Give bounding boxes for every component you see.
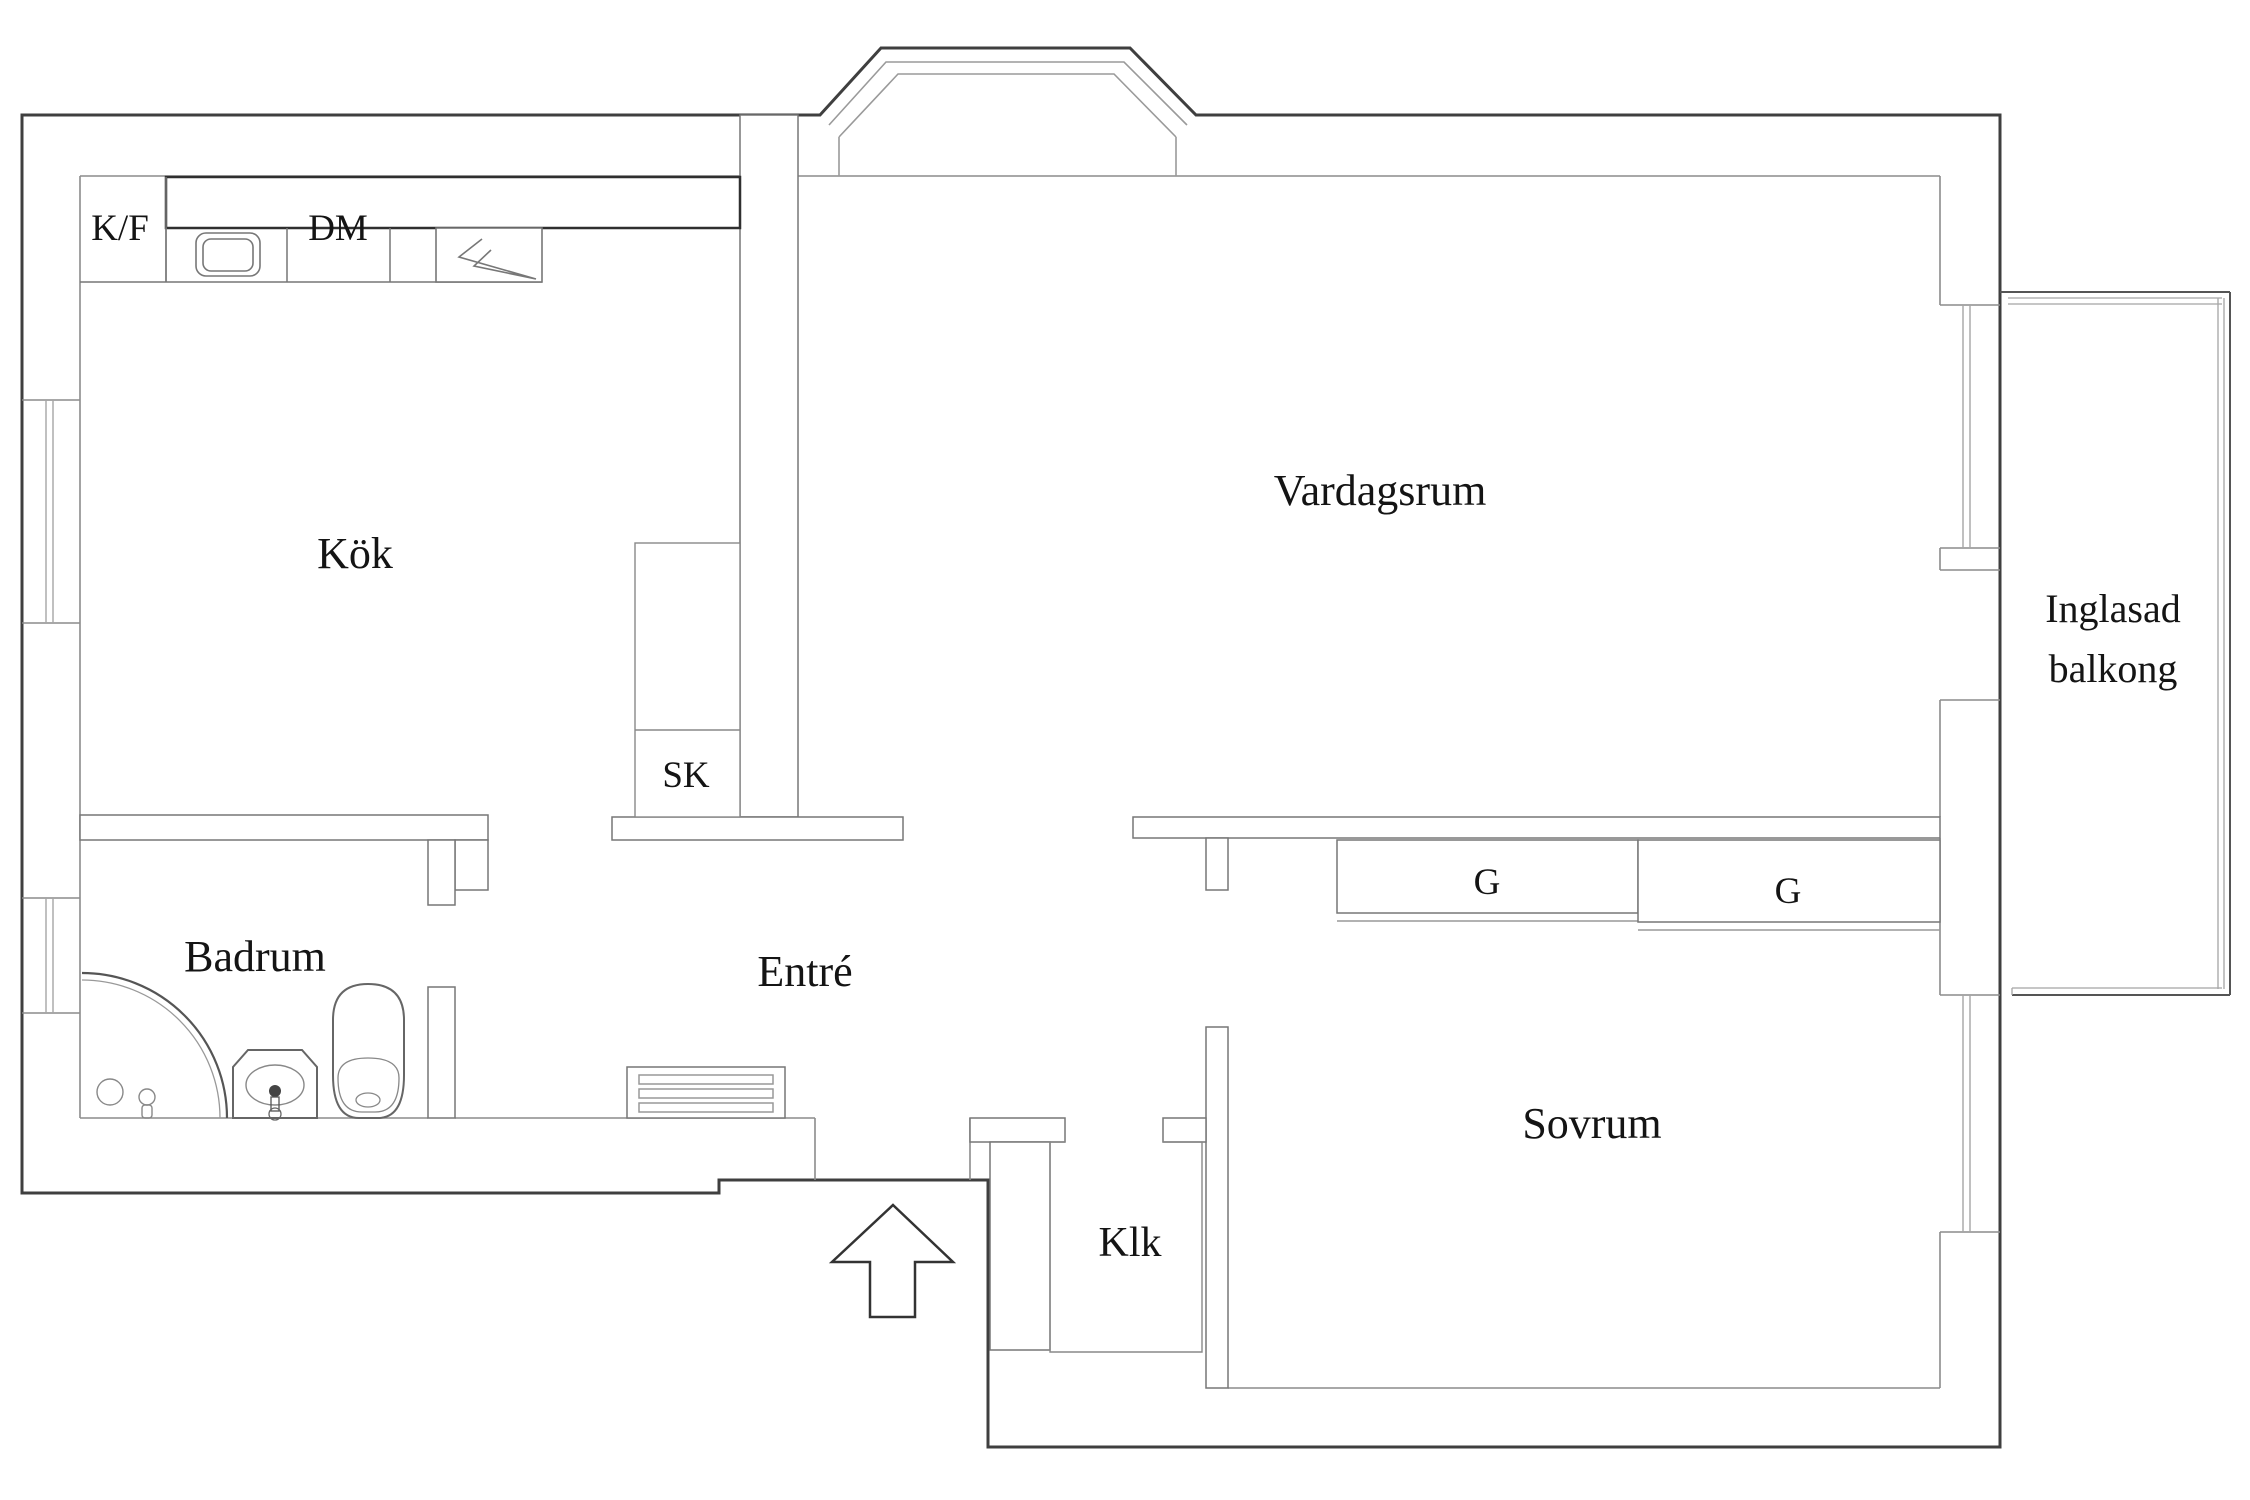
shower — [81, 971, 229, 1119]
doormat — [626, 1066, 786, 1119]
kitchen-sink — [195, 232, 261, 277]
wall-bathroom-door-jamb — [454, 839, 489, 891]
balcony-label-line1: Inglasad — [2045, 586, 2181, 631]
kitchen-fixtures — [80, 175, 742, 283]
wall-bedroom-door-jamb — [1205, 837, 1229, 891]
wall-livingroom-bedroom — [1132, 816, 1941, 839]
entrance-arrow-icon — [828, 1203, 957, 1319]
wall-kitchen-livingroom — [739, 114, 799, 818]
room-label-badrum: Badrum — [184, 932, 326, 981]
bay-window — [828, 61, 1188, 176]
fixture-label-dm: DM — [308, 208, 368, 249]
room-label-vardagsrum: Vardagsrum — [1274, 466, 1487, 515]
fixture-label-sk: SK — [662, 755, 710, 796]
wall-klk-north — [969, 1117, 1066, 1143]
wardrobe-label-g1: G — [1474, 862, 1501, 903]
wall-bathroom-north — [79, 814, 489, 841]
wall-hall-south-of-sk — [611, 816, 904, 841]
wall-klk-north-jamb — [1162, 1117, 1207, 1143]
wardrobe-g1 — [1336, 839, 1639, 914]
bathroom-fixtures — [81, 971, 405, 1121]
interior-walls — [79, 114, 1941, 1389]
room-label-klk: Klk — [1099, 1220, 1162, 1266]
east-wall-windows — [1940, 304, 2000, 1233]
klk-closet — [1049, 1141, 1203, 1353]
wardrobe-label-g2: G — [1775, 871, 1802, 912]
left-wall-windows — [22, 399, 80, 1014]
kitchen-counter — [164, 175, 742, 230]
room-label-sovrum: Sovrum — [1522, 1099, 1661, 1148]
stove — [435, 227, 543, 283]
wardrobe-g2 — [1637, 839, 1941, 923]
balcony-label-line2: balkong — [2049, 646, 2178, 691]
wall-klk-bedroom — [1205, 1026, 1229, 1389]
wall-bathroom-east-lower — [427, 986, 456, 1119]
fixture-label-kf: K/F — [91, 208, 149, 249]
wall-klk-west — [989, 1141, 1051, 1351]
bathroom-sink — [232, 1049, 318, 1121]
toilet — [332, 982, 405, 1119]
sk-closet — [634, 542, 741, 818]
wall-bathroom-east-upper — [427, 839, 456, 906]
room-label-entre: Entré — [757, 947, 852, 996]
balcony-glazing — [2000, 291, 2231, 996]
room-label-kok: Kök — [317, 529, 393, 578]
wardrobes — [1336, 839, 1941, 931]
